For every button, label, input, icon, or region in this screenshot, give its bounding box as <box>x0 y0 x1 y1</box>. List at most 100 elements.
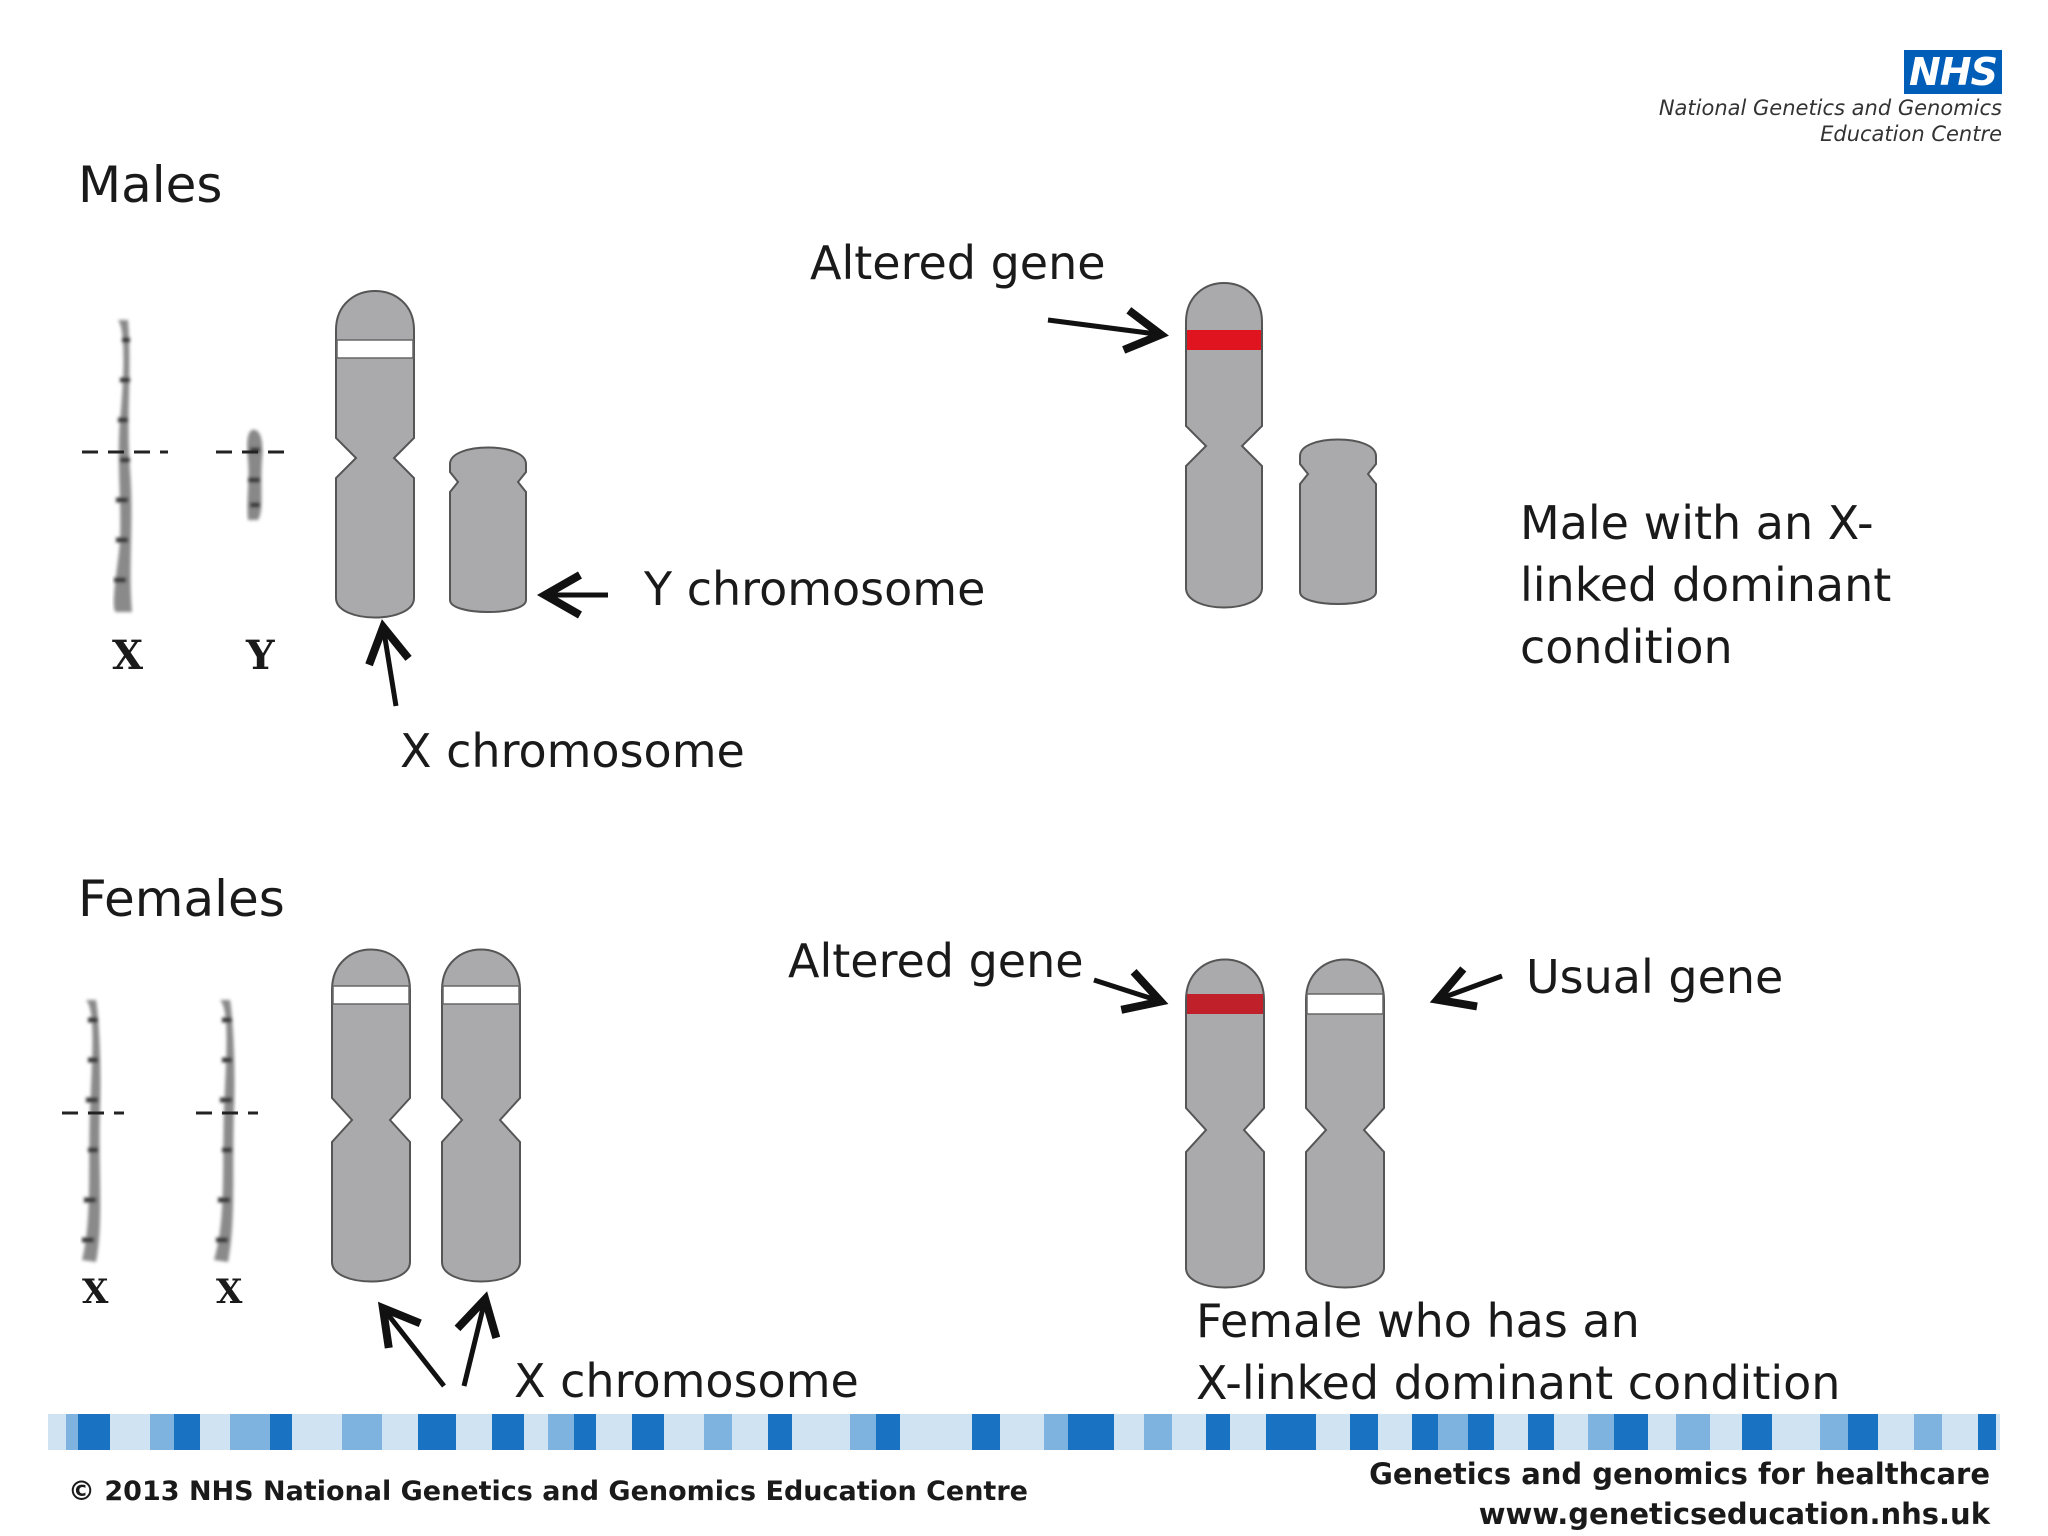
male-affected-x-chromosome <box>1185 282 1263 609</box>
stripe-segment <box>1554 1414 1588 1450</box>
female-x-chromosome-label: X chromosome <box>514 1354 859 1408</box>
male-caption-line2: linked dominant <box>1520 558 1892 612</box>
female-x-chromosome-1 <box>331 948 411 1283</box>
female-x1-white-band <box>332 985 410 1005</box>
stripe-segment <box>1172 1414 1206 1450</box>
stripe-segment <box>1044 1414 1068 1450</box>
stripe-segment <box>900 1414 972 1450</box>
stripe-segment <box>1648 1414 1676 1450</box>
stripe-segment <box>792 1414 850 1450</box>
stripe-segment <box>1772 1414 1820 1450</box>
male-karyotype-y-label: Y <box>246 632 275 679</box>
footer-copyright: © 2013 NHS National Genetics and Genomic… <box>68 1476 1028 1507</box>
female-usual-band <box>1306 993 1384 1015</box>
female-karyotype-x1-label: X <box>82 1272 109 1312</box>
female-usual-x-chromosome <box>1305 958 1385 1289</box>
stripe-segment <box>768 1414 792 1450</box>
female-usual-gene-label: Usual gene <box>1526 950 1784 1004</box>
male-karyotype-y-image <box>247 429 263 520</box>
footer-tagline-block: Genetics and genomics for healthcare www… <box>1369 1454 1990 1534</box>
stripe-segment <box>1676 1414 1710 1450</box>
male-condition-caption: Male with an X- linked dominant conditio… <box>1520 492 1980 678</box>
male-altered-gene-label: Altered gene <box>810 236 1106 290</box>
stripe-segment <box>1942 1414 1978 1450</box>
arrow-icon <box>377 1301 446 1388</box>
stripe-segment <box>1068 1414 1114 1450</box>
male-caption-line1: Male with an X- <box>1520 496 1874 550</box>
arrow-icon <box>1047 307 1169 354</box>
footer-url: www.geneticseducation.nhs.uk <box>1478 1497 1990 1531</box>
stripe-segment <box>1468 1414 1494 1450</box>
female-karyotype-x2-label: X <box>216 1272 243 1312</box>
male-x-chromosome <box>335 290 415 619</box>
arrow-icon <box>365 619 412 707</box>
stripe-segment <box>1378 1414 1412 1450</box>
stripe-segment <box>1266 1414 1316 1450</box>
male-y-chromosome <box>449 446 527 613</box>
female-affected-x-chromosome <box>1185 958 1265 1289</box>
stripe-segment <box>574 1414 596 1450</box>
arrow-icon <box>1429 966 1503 1011</box>
stripe-segment <box>1350 1414 1378 1450</box>
stripe-segment <box>524 1414 548 1450</box>
female-altered-gene-label: Altered gene <box>788 934 1084 988</box>
stripe-segment <box>972 1414 1000 1450</box>
stripe-segment <box>66 1414 78 1450</box>
males-heading: Males <box>78 156 223 214</box>
stripe-segment <box>1000 1414 1044 1450</box>
female-x-chromosome-2 <box>441 948 521 1283</box>
male-x-white-band <box>336 339 414 359</box>
stripe-segment <box>1206 1414 1230 1450</box>
arrow-icon <box>1093 969 1169 1014</box>
stripe-segment <box>1820 1414 1848 1450</box>
male-altered-band <box>1187 330 1261 350</box>
male-karyotype-x-image <box>113 320 132 612</box>
female-caption-line1: Female who has an <box>1196 1294 1640 1348</box>
stripe-segment <box>270 1414 292 1450</box>
stripe-segment <box>1412 1414 1438 1450</box>
female-altered-band <box>1187 994 1263 1014</box>
male-affected-y-chromosome <box>1299 438 1377 605</box>
stripe-segment <box>1588 1414 1614 1450</box>
logo-subtitle-line2: Education Centre <box>1820 122 2002 146</box>
stripe-segment <box>632 1414 664 1450</box>
stripe-segment <box>342 1414 382 1450</box>
female-karyotype-x2-image <box>214 1000 235 1262</box>
stripe-segment <box>548 1414 574 1450</box>
male-x-chromosome-label: X chromosome <box>400 724 745 778</box>
females-heading: Females <box>78 870 285 928</box>
stripe-segment <box>492 1414 524 1450</box>
stripe-segment <box>292 1414 342 1450</box>
male-karyotype-x-label: X <box>112 632 144 679</box>
stripe-segment <box>174 1414 200 1450</box>
stripe-segment <box>1316 1414 1350 1450</box>
stripe-segment <box>48 1414 66 1450</box>
stripe-segment <box>1914 1414 1942 1450</box>
female-karyotype-x1-image <box>82 1000 101 1262</box>
stripe-segment <box>110 1414 150 1450</box>
stripe-segment <box>1614 1414 1648 1450</box>
stripe-segment <box>1494 1414 1528 1450</box>
footer-tagline: Genetics and genomics for healthcare <box>1369 1457 1990 1491</box>
stripe-segment <box>382 1414 418 1450</box>
stripe-segment <box>596 1414 632 1450</box>
female-x2-white-band <box>442 985 520 1005</box>
stripe-segment <box>456 1414 492 1450</box>
stripe-segment <box>418 1414 456 1450</box>
stripe-segment <box>1996 1414 2000 1450</box>
footer-stripe-bar <box>48 1414 2000 1450</box>
stripe-segment <box>664 1414 704 1450</box>
stripe-segment <box>876 1414 900 1450</box>
stripe-segment <box>1848 1414 1878 1450</box>
stripe-segment <box>1438 1414 1468 1450</box>
nhs-logo-icon: NHS <box>1904 50 2002 94</box>
female-condition-caption: Female who has an X-linked dominant cond… <box>1196 1290 1896 1414</box>
stripe-segment <box>1144 1414 1172 1450</box>
stripe-segment <box>1528 1414 1554 1450</box>
stripe-segment <box>1710 1414 1742 1450</box>
arrow-icon <box>454 1291 501 1387</box>
stripe-segment <box>704 1414 732 1450</box>
stripe-segment <box>1878 1414 1914 1450</box>
stripe-segment <box>200 1414 230 1450</box>
stripe-segment <box>850 1414 876 1450</box>
